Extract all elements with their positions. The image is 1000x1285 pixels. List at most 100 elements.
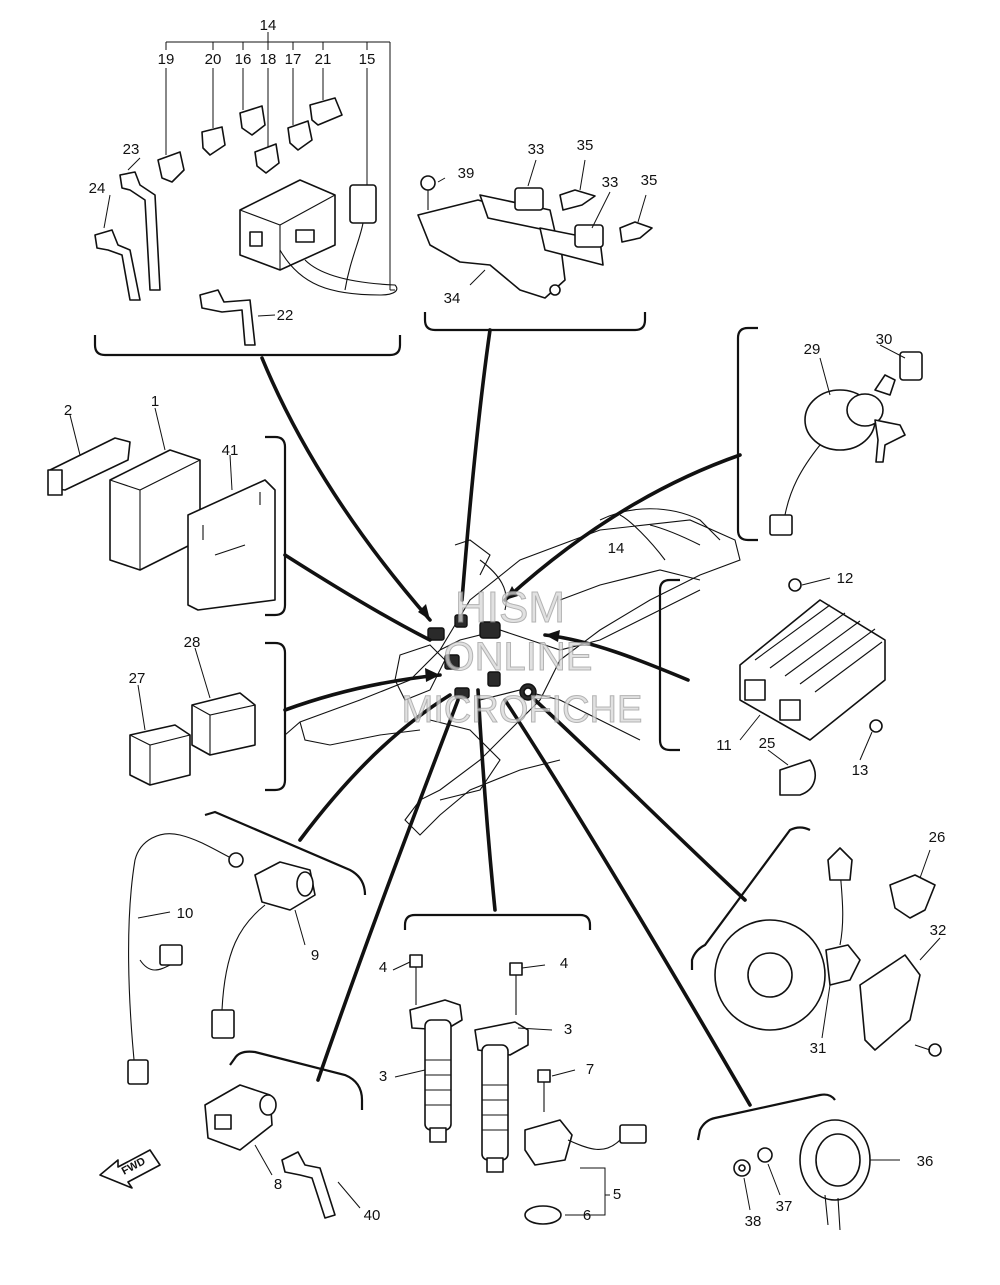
label-33b: 33 bbox=[602, 174, 619, 191]
key-a bbox=[874, 374, 896, 396]
label-15: 15 bbox=[359, 51, 376, 68]
cable-tie-22 bbox=[199, 289, 256, 346]
label-17: 17 bbox=[285, 51, 302, 68]
group-bracket-left-ecu bbox=[265, 435, 287, 617]
relay-28 bbox=[191, 692, 256, 756]
label-27: 27 bbox=[129, 670, 146, 687]
sensor-8-pin bbox=[214, 1114, 232, 1130]
arrow-head-1 bbox=[418, 604, 430, 620]
washer-13 bbox=[869, 719, 883, 733]
ignition-connector bbox=[769, 514, 793, 536]
frame-sensor-core bbox=[523, 687, 533, 697]
connector-10 bbox=[159, 944, 183, 966]
group-bracket-left-sensor bbox=[204, 810, 367, 896]
crank-sensor-5 bbox=[524, 1119, 573, 1166]
group-bracket-right-bottom bbox=[696, 1093, 836, 1141]
label-26: 26 bbox=[929, 829, 946, 846]
label-28: 28 bbox=[184, 634, 201, 651]
relay-33a bbox=[514, 187, 544, 211]
cable-tie-24 bbox=[94, 229, 141, 301]
fuse-box bbox=[239, 179, 336, 271]
label-11: 11 bbox=[716, 737, 732, 754]
connector-9 bbox=[211, 1009, 235, 1039]
frame-connector-2 bbox=[454, 614, 468, 628]
bracket-relay-group bbox=[417, 159, 653, 332]
sensor-group-8: FWD bbox=[99, 1050, 364, 1219]
ignition-switch-group bbox=[736, 326, 923, 542]
label-13: 13 bbox=[852, 762, 869, 779]
rectifier-socket-b bbox=[779, 699, 801, 721]
arrow-head-4 bbox=[425, 668, 440, 682]
label-33a: 33 bbox=[528, 141, 545, 158]
frame-connector-4 bbox=[444, 654, 460, 670]
sensor-group-9-10 bbox=[127, 810, 367, 1085]
label-3a: 3 bbox=[379, 1068, 387, 1085]
label-31: 31 bbox=[810, 1040, 827, 1057]
rectifier-group bbox=[658, 577, 886, 796]
label-18: 18 bbox=[260, 51, 277, 68]
label-32: 32 bbox=[930, 922, 947, 939]
ground-terminal-10 bbox=[228, 852, 244, 868]
bolt-7 bbox=[537, 1069, 551, 1112]
watermark: HISM ONLINE MICROFICHE bbox=[401, 583, 643, 732]
bolt-pickup bbox=[914, 1043, 942, 1057]
label-9: 9 bbox=[311, 947, 319, 964]
fuse-20 bbox=[201, 126, 226, 156]
sensor-8-nut bbox=[259, 1094, 277, 1116]
cable-tie-23 bbox=[119, 171, 161, 291]
label-38: 38 bbox=[745, 1213, 762, 1230]
fuse-21 bbox=[309, 97, 343, 126]
group-bracket-right-lower bbox=[690, 826, 811, 970]
label-24: 24 bbox=[89, 180, 106, 197]
fuse-box-clip bbox=[249, 231, 263, 247]
screw-35a bbox=[559, 189, 596, 211]
group-bracket-right-rectifier bbox=[658, 578, 680, 752]
label-6: 6 bbox=[583, 1207, 591, 1224]
ignition-coil-a-boot bbox=[429, 1127, 447, 1143]
frame-connector-6 bbox=[454, 687, 470, 699]
label-1: 1 bbox=[151, 393, 159, 410]
forward-arrow: FWD bbox=[99, 1149, 161, 1189]
connector-15 bbox=[349, 184, 377, 224]
label-34: 34 bbox=[444, 290, 461, 307]
watermark-line-2: ONLINE bbox=[444, 635, 593, 679]
label-35a: 35 bbox=[577, 137, 594, 154]
ecu-1 bbox=[109, 449, 201, 571]
ignition-coil-b-boot bbox=[486, 1157, 504, 1173]
harness-lines bbox=[260, 328, 752, 1107]
fuse-16 bbox=[239, 105, 266, 136]
screw-35b bbox=[619, 221, 653, 243]
frame-connector-3 bbox=[479, 621, 501, 639]
label-29: 29 bbox=[804, 341, 821, 358]
motorcycle-frame bbox=[284, 508, 741, 836]
rectifier-11 bbox=[739, 599, 886, 741]
group-bracket-top-left bbox=[93, 335, 402, 357]
label-37: 37 bbox=[776, 1198, 793, 1215]
label-36: 36 bbox=[917, 1153, 934, 1170]
label-30: 30 bbox=[876, 331, 893, 348]
pickup-connector bbox=[827, 847, 853, 881]
label-14a: 14 bbox=[260, 17, 277, 34]
label-10: 10 bbox=[177, 905, 194, 922]
bolt-4b bbox=[509, 962, 523, 1015]
group-bracket-left-lower bbox=[229, 1050, 364, 1110]
horn-group bbox=[696, 1093, 900, 1231]
frame-connector-1 bbox=[427, 627, 445, 641]
washer-12 bbox=[788, 578, 802, 592]
watermark-line-3: MICROFICHE bbox=[402, 689, 643, 731]
crank-sensor-plug bbox=[619, 1124, 647, 1144]
rectifier-socket-a bbox=[744, 679, 766, 701]
plate-41 bbox=[187, 479, 276, 611]
relay-group bbox=[129, 641, 287, 792]
key-cap-30 bbox=[899, 351, 923, 381]
arrow-head-2 bbox=[505, 586, 518, 600]
label-2: 2 bbox=[64, 402, 72, 419]
bracket-32 bbox=[859, 954, 921, 1051]
bolt-4a bbox=[409, 954, 423, 1005]
horn-36-face bbox=[815, 1133, 861, 1187]
group-bracket-right-top bbox=[736, 326, 758, 542]
label-3b: 3 bbox=[564, 1021, 572, 1038]
rotor-hub bbox=[747, 952, 793, 998]
label-14b: 14 bbox=[608, 540, 625, 557]
label-19: 19 bbox=[158, 51, 175, 68]
